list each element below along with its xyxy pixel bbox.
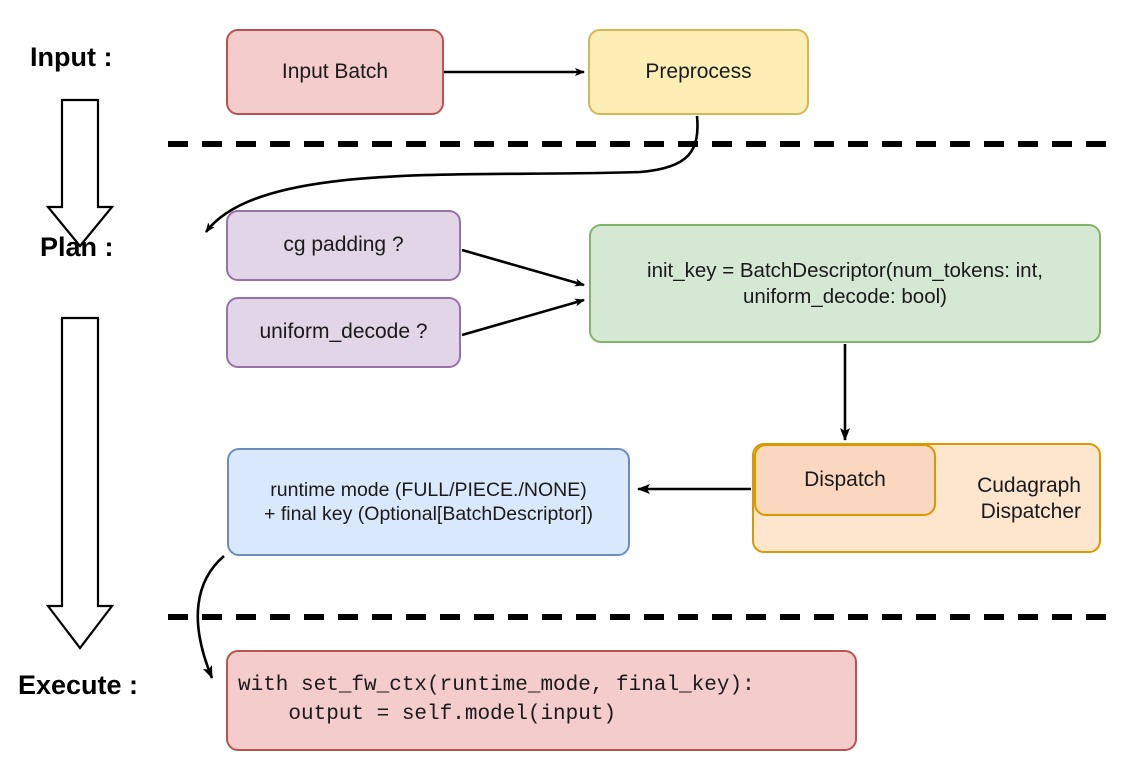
stage-label-input: Input : (30, 42, 113, 72)
stage-label-plan: Plan : (40, 232, 114, 262)
plan-to-execute-block-arrow (45, 316, 115, 650)
node-runtime-mode[interactable]: runtime mode (FULL/PIECE./NONE) + final … (227, 448, 630, 556)
node-execute-code[interactable]: with set_fw_ctx(runtime_mode, final_key)… (226, 650, 857, 751)
edge-runtime-mode-to-execute-code (196, 555, 225, 679)
node-runtime-mode-line1: runtime mode (FULL/PIECE./NONE) (270, 478, 587, 501)
node-cudagraph-dispatcher-line1: Cudagraph (977, 473, 1081, 497)
node-execute-code-line2: output = self.model(input) (238, 702, 617, 726)
node-input-batch[interactable]: Input Batch (226, 29, 444, 115)
edge-uniform-decode-to-init-key (461, 298, 585, 337)
node-uniform-decode[interactable]: uniform_decode ? (226, 297, 461, 368)
node-execute-code-line1: with set_fw_ctx(runtime_mode, final_key)… (238, 674, 755, 698)
node-init-key-line2: uniform_decode: bool) (743, 284, 947, 308)
node-init-key-line1: init_key = BatchDescriptor(num_tokens: i… (647, 258, 1043, 282)
node-runtime-mode-line2: + final key (Optional[BatchDescriptor]) (264, 503, 593, 525)
stage-label-execute: Execute : (18, 670, 139, 700)
node-cudagraph-dispatcher-line2: Dispatcher (980, 500, 1081, 523)
input-to-plan-block-arrow (45, 98, 115, 248)
node-dispatch[interactable]: Dispatch (754, 444, 936, 516)
node-cg-padding[interactable]: cg padding ? (226, 210, 461, 281)
node-init-key[interactable]: init_key = BatchDescriptor(num_tokens: i… (589, 224, 1101, 343)
edge-cg-padding-to-init-key (461, 248, 585, 287)
node-preprocess[interactable]: Preprocess (588, 29, 809, 115)
